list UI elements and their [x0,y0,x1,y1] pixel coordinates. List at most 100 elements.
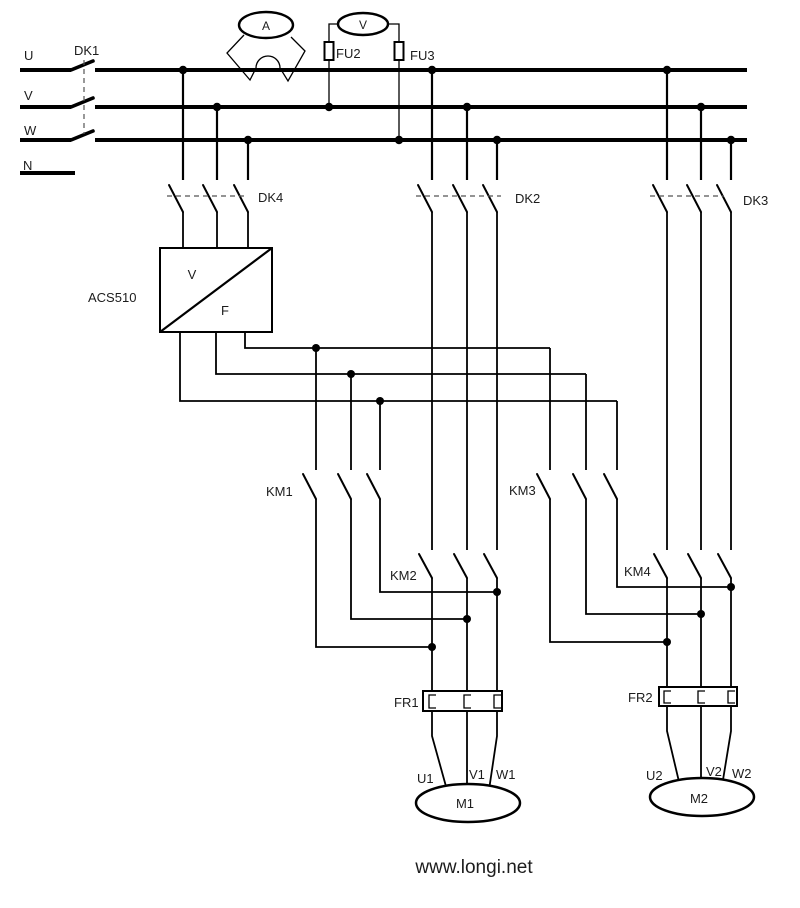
dk1-blade-w [69,129,95,142]
fuse-fu2 [323,41,335,61]
junction-dot [696,102,706,112]
fr1-heater-2 [463,694,471,709]
voltmeter-wire-left [328,23,340,42]
m1-label: M1 [456,796,474,811]
contactor-km4: KM4 [624,553,732,687]
fr1-heater-1 [428,694,436,709]
m2-label: M2 [690,791,708,806]
drive-v-label: V [188,267,197,282]
watermark-text: www.longi.net [414,857,533,878]
km1-out-1 [315,499,432,648]
junction-dot [492,135,502,145]
km3-blade-3 [603,473,618,500]
ammeter-label: A [262,19,270,33]
overload-fr1: FR1 [394,690,503,712]
junction-dot [394,135,404,145]
contactor-km3: KM3 [509,348,731,643]
voltmeter-wire-right [386,23,400,42]
dk1-blade-u [69,59,95,72]
km1-blade-3 [366,473,381,500]
m2-terminal-u2: U2 [646,768,663,783]
drive-out-v [215,332,586,375]
km4-label: KM4 [624,564,651,579]
dk3-blade-2 [686,184,702,213]
junction-dot [347,370,355,378]
drive-acs510: V F ACS510 [88,247,617,402]
m2-lead-w [721,706,732,787]
voltmeter-branch: V FU2 FU3 [323,11,435,140]
km1-blade-2 [337,473,352,500]
km2-blade-2 [453,553,468,579]
ammeter [237,10,295,40]
drive-diagonal [159,247,273,333]
voltmeter [336,11,390,37]
fuse-fu3 [393,41,405,61]
junction-dot [324,102,334,112]
junction-dot [212,102,222,112]
fr2-heater-2 [697,690,705,704]
km1-out-3 [379,499,497,593]
km1-blade-1 [302,473,317,500]
junction-dot [428,643,436,651]
km4-blade-1 [653,553,668,579]
disconnect-dk1: DK1 [69,43,99,142]
current-transformer [226,34,306,83]
m1-lead-u [431,711,448,791]
km3-blade-2 [572,473,587,500]
m2-lead-u [666,706,681,787]
junction-dot [726,135,736,145]
km2-blade-1 [418,553,433,579]
dk3-blade-3 [716,184,732,213]
fu2-label: FU2 [336,46,361,61]
phase-label-u: U [24,48,33,63]
power-bus: U V W N [20,48,747,175]
fr2-heater-3 [727,690,735,704]
contactor-km2: KM2 [390,553,498,691]
motor-m1: U1 V1 W1 M1 [414,711,522,824]
dk2-blade-2 [452,184,468,213]
contactor-km1: KM1 [266,348,497,648]
ammeter-branch: A [226,10,306,83]
fr1-label: FR1 [394,695,419,710]
phase-label-w: W [24,123,37,138]
disconnect-dk3: DK3 [650,70,768,550]
junction-dot [663,638,671,646]
fr1-box [422,690,503,712]
km1-out-2 [350,499,467,620]
dk1-blade-v [69,96,95,109]
junction-dot [376,397,384,405]
km3-out-2 [585,499,701,615]
fr1-heater-3 [493,694,501,709]
km3-out-1 [549,499,667,643]
m2-body [648,776,756,818]
junction-dot [312,344,320,352]
junction-dots [178,65,736,651]
voltmeter-label: V [359,18,367,32]
disconnect-dk4: DK4 [167,70,283,248]
km1-label: KM1 [266,484,293,499]
dk2-blade-3 [482,184,498,213]
drive-f-label: F [221,303,229,318]
junction-dot [243,135,253,145]
dk3-label: DK3 [743,193,768,208]
junction-dot [727,583,735,591]
junction-dot [427,65,437,75]
km3-blade-1 [536,473,551,500]
junction-dot [463,615,471,623]
dk3-blade-1 [652,184,668,213]
km2-blade-3 [483,553,498,579]
junction-dot [462,102,472,112]
km3-out-3 [616,499,731,588]
dk4-blade-3 [233,184,249,213]
km4-blade-3 [717,553,732,579]
phase-label-v: V [24,88,33,103]
m1-body [414,782,522,824]
m1-terminal-w1: W1 [496,767,516,782]
motor-m2: U2 V2 W2 M2 [646,706,756,818]
km3-label: KM3 [509,483,536,498]
phase-label-n: N [23,158,32,173]
fr2-heater-1 [663,690,671,704]
drive-out-w [244,332,550,349]
